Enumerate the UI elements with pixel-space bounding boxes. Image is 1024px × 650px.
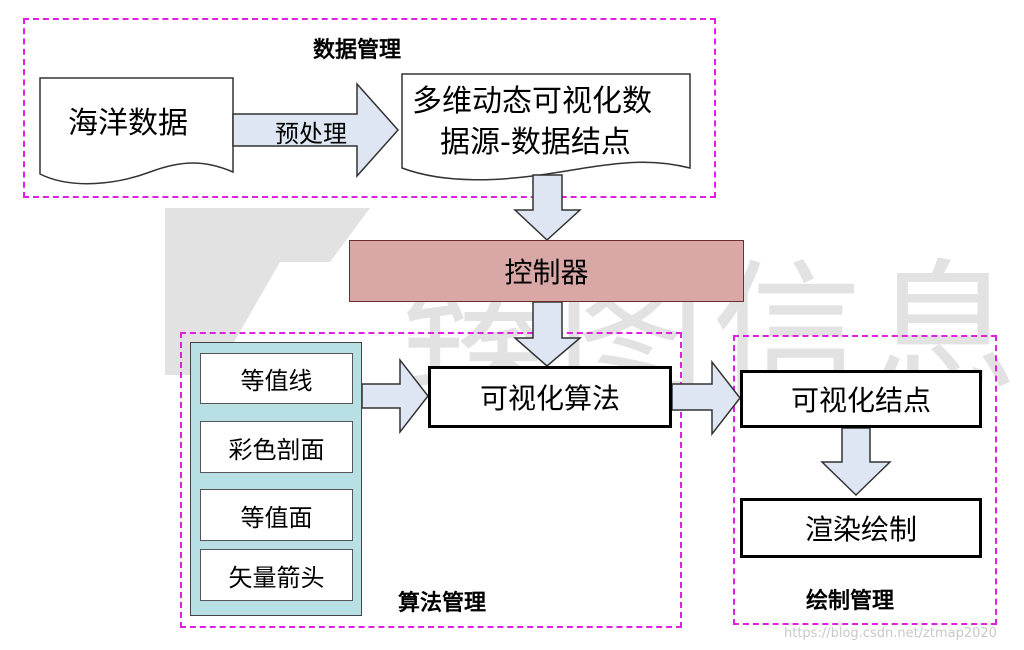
algorithm-item-label: 等值线: [240, 367, 313, 395]
visualization-node-box: 可视化结点: [740, 370, 982, 428]
visualization-node-label: 可视化结点: [790, 384, 931, 417]
arrow-list-to-algorithm: [361, 357, 429, 435]
arrow-to-algorithm: [513, 301, 583, 367]
algorithm-item-vector-arrow: 矢量箭头: [200, 549, 353, 601]
arrow-node-to-render: [820, 427, 892, 497]
render-label: 渲染绘制: [804, 513, 917, 546]
render-management-group: [733, 335, 997, 625]
render-box: 渲染绘制: [740, 498, 982, 558]
data-source-line2: 据源-数据结点: [440, 125, 631, 160]
algorithm-item-label: 彩色剖面: [228, 435, 325, 464]
arrow-algorithm-to-node: [671, 359, 741, 437]
arrow-to-controller: [513, 174, 582, 242]
visualization-algorithm-box: 可视化算法: [428, 366, 672, 428]
data-source-line1: 多维动态可视化数: [412, 84, 652, 119]
algorithm-management-group: [180, 332, 682, 628]
data-source-document: [401, 73, 691, 181]
algorithm-item-label: 矢量箭头: [228, 563, 325, 592]
credit-url: https://blog.csdn.net/ztmap2020: [784, 626, 997, 641]
algorithm-item-contour: 等值线: [200, 353, 353, 404]
preprocess-arrow: [232, 82, 400, 178]
controller-box: 控制器: [349, 240, 744, 302]
ocean-data-label: 海洋数据: [68, 106, 188, 141]
algorithm-item-color-profile: 彩色剖面: [200, 421, 353, 473]
data-management-title: 数据管理: [313, 38, 402, 63]
ocean-data-document: [39, 77, 234, 185]
render-management-title: 绘制管理: [806, 589, 895, 614]
algorithm-management-title: 算法管理: [398, 591, 487, 616]
controller-label: 控制器: [504, 256, 589, 289]
algorithm-item-isosurface: 等值面: [200, 489, 353, 541]
visualization-algorithm-label: 可视化算法: [479, 382, 620, 415]
data-management-group: [23, 18, 716, 198]
preprocess-label: 预处理: [275, 120, 347, 148]
algorithm-item-label: 等值面: [240, 503, 313, 532]
